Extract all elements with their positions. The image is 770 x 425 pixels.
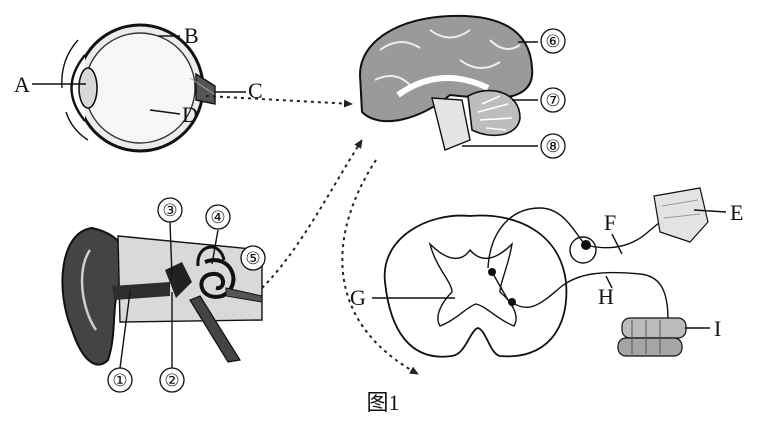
reflex-label-e: E [730, 200, 743, 225]
eye-diagram: A B C D [14, 23, 263, 151]
receptor-skin [654, 188, 708, 242]
ear-diagram: ① ② ③ ④ ⑤ [62, 198, 265, 392]
effector-muscle [618, 318, 686, 356]
brain-diagram: ⑥ ⑦ ⑧ [360, 16, 565, 158]
brainstem [432, 98, 470, 150]
eye-label-d: D [182, 102, 198, 127]
ear-label-3: ③ [162, 201, 177, 220]
brain-label-7: ⑦ [545, 91, 560, 110]
eye-label-a: A [14, 72, 30, 97]
lens [79, 68, 97, 108]
ear-label-1: ① [112, 371, 127, 390]
ear-label-2: ② [164, 371, 179, 390]
ear-label-5: ⑤ [245, 249, 260, 268]
arrow-eye-to-brain [206, 96, 352, 104]
optic-nerve [196, 74, 215, 104]
brain-label-6: ⑥ [545, 32, 560, 51]
brain-label-8: ⑧ [545, 137, 560, 156]
reflex-label-i: I [714, 316, 721, 341]
reflex-label-f: F [604, 210, 616, 235]
ear-label-4: ④ [210, 208, 225, 227]
figure-caption: 图1 [366, 390, 399, 415]
eye-label-b: B [184, 23, 199, 48]
reflex-label-h: H [598, 284, 614, 309]
pathway-arrows [206, 96, 418, 374]
arrow-ear-to-brain [262, 140, 362, 288]
reflex-arc-diagram: E F G H I [350, 188, 743, 357]
